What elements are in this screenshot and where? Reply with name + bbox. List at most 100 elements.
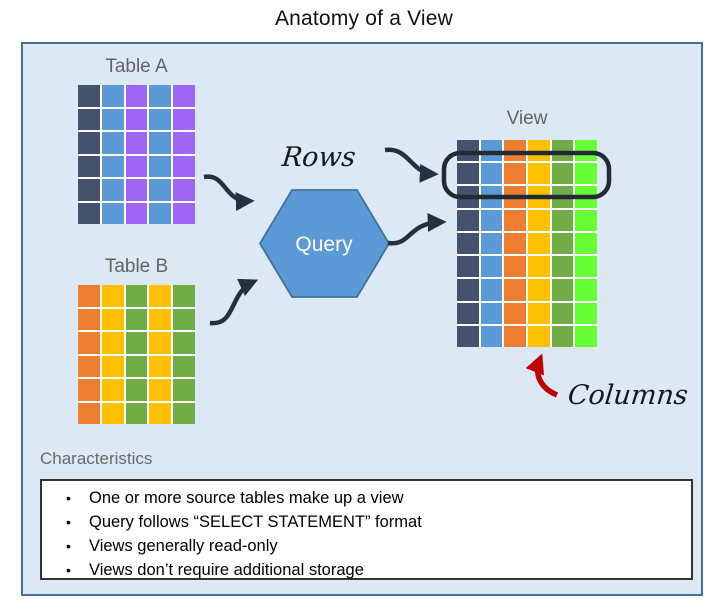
table-cell: [551, 140, 574, 162]
table-cell: [504, 186, 526, 208]
table-cell: [457, 256, 479, 278]
table-a-grid: [78, 85, 195, 224]
table-cell: [480, 186, 503, 208]
table-cell: [149, 132, 172, 154]
table-cell: [527, 325, 550, 347]
table-cell: [457, 325, 479, 347]
characteristic-item: Views don’t require additional storage: [42, 558, 691, 582]
table-cell: [78, 332, 100, 354]
table-cell: [457, 279, 479, 301]
table-cell: [101, 108, 124, 130]
characteristic-item: One or more source tables make up a view: [42, 486, 691, 510]
table-cell: [125, 332, 148, 354]
table-cell: [101, 132, 124, 154]
table-cell: [125, 379, 148, 401]
table-cell: [101, 402, 124, 424]
table-b-grid: [78, 285, 195, 424]
table-cell: [101, 355, 124, 377]
table-cell: [173, 202, 195, 224]
table-cell: [575, 186, 597, 208]
table-cell: [149, 332, 172, 354]
table-cell: [173, 85, 195, 107]
page-title: Anatomy of a View: [274, 7, 454, 30]
table-cell: [480, 140, 503, 162]
table-cell: [527, 186, 550, 208]
characteristic-item: Views generally read-only: [42, 534, 691, 558]
table-cell: [575, 302, 597, 324]
table-cell: [173, 132, 195, 154]
query-hexagon: [258, 189, 391, 298]
table-cell: [504, 302, 526, 324]
table-cell: [101, 308, 124, 330]
table-cell: [527, 140, 550, 162]
table-cell: [125, 132, 148, 154]
table-cell: [551, 163, 574, 185]
table-cell: [504, 279, 526, 301]
table-cell: [551, 279, 574, 301]
table-cell: [173, 402, 195, 424]
table-cell: [101, 202, 124, 224]
columns-annotation: Columns: [566, 380, 690, 411]
table-cell: [149, 379, 172, 401]
table-cell: [125, 355, 148, 377]
table-cell: [527, 279, 550, 301]
diagram-panel: Table A Table B View Query: [21, 42, 703, 596]
table-cell: [173, 355, 195, 377]
view-label: View: [506, 108, 548, 129]
table-cell: [575, 163, 597, 185]
table-cell: [78, 155, 100, 177]
table-cell: [480, 163, 503, 185]
table-cell: [173, 332, 195, 354]
table-b-label: Table B: [104, 256, 169, 277]
query-to-view-arrow: [387, 212, 447, 246]
table-cell: [457, 163, 479, 185]
table-cell: [125, 108, 148, 130]
table-cell: [173, 108, 195, 130]
table-cell: [78, 355, 100, 377]
table-cell: [101, 285, 124, 307]
table-cell: [149, 108, 172, 130]
table-cell: [101, 85, 124, 107]
table-cell: [457, 140, 479, 162]
table-cell: [575, 256, 597, 278]
table-cell: [125, 179, 148, 201]
table-cell: [575, 325, 597, 347]
table-cell: [173, 308, 195, 330]
characteristics-box: One or more source tables make up a view…: [40, 479, 693, 582]
characteristics-list: One or more source tables make up a view…: [42, 481, 691, 582]
table-cell: [149, 179, 172, 201]
table-cell: [78, 179, 100, 201]
table-cell: [78, 132, 100, 154]
table-cell: [504, 163, 526, 185]
table-cell: [101, 179, 124, 201]
table-cell: [125, 402, 148, 424]
table-cell: [149, 355, 172, 377]
table-cell: [551, 209, 574, 231]
table-cell: [78, 285, 100, 307]
table-a-label: Table A: [105, 56, 168, 77]
table-cell: [125, 202, 148, 224]
table-cell: [575, 279, 597, 301]
table-cell: [149, 308, 172, 330]
table-cell: [149, 202, 172, 224]
rows-pointer-arrow: [384, 147, 439, 183]
table-cell: [173, 179, 195, 201]
characteristic-item: Query follows “SELECT STATEMENT” format: [42, 510, 691, 534]
table-cell: [173, 155, 195, 177]
table-cell: [480, 279, 503, 301]
table-cell: [575, 209, 597, 231]
table-cell: [78, 85, 100, 107]
table-cell: [551, 232, 574, 255]
table-cell: [173, 379, 195, 401]
table-cell: [504, 209, 526, 231]
table-cell: [504, 256, 526, 278]
table-cell: [527, 163, 550, 185]
table-cell: [101, 332, 124, 354]
table-cell: [173, 285, 195, 307]
table-cell: [504, 232, 526, 255]
table-cell: [101, 155, 124, 177]
query-hexagon-label: Query: [295, 233, 353, 256]
table-cell: [527, 302, 550, 324]
table-cell: [457, 209, 479, 231]
table-b-to-query-arrow: [209, 278, 259, 326]
